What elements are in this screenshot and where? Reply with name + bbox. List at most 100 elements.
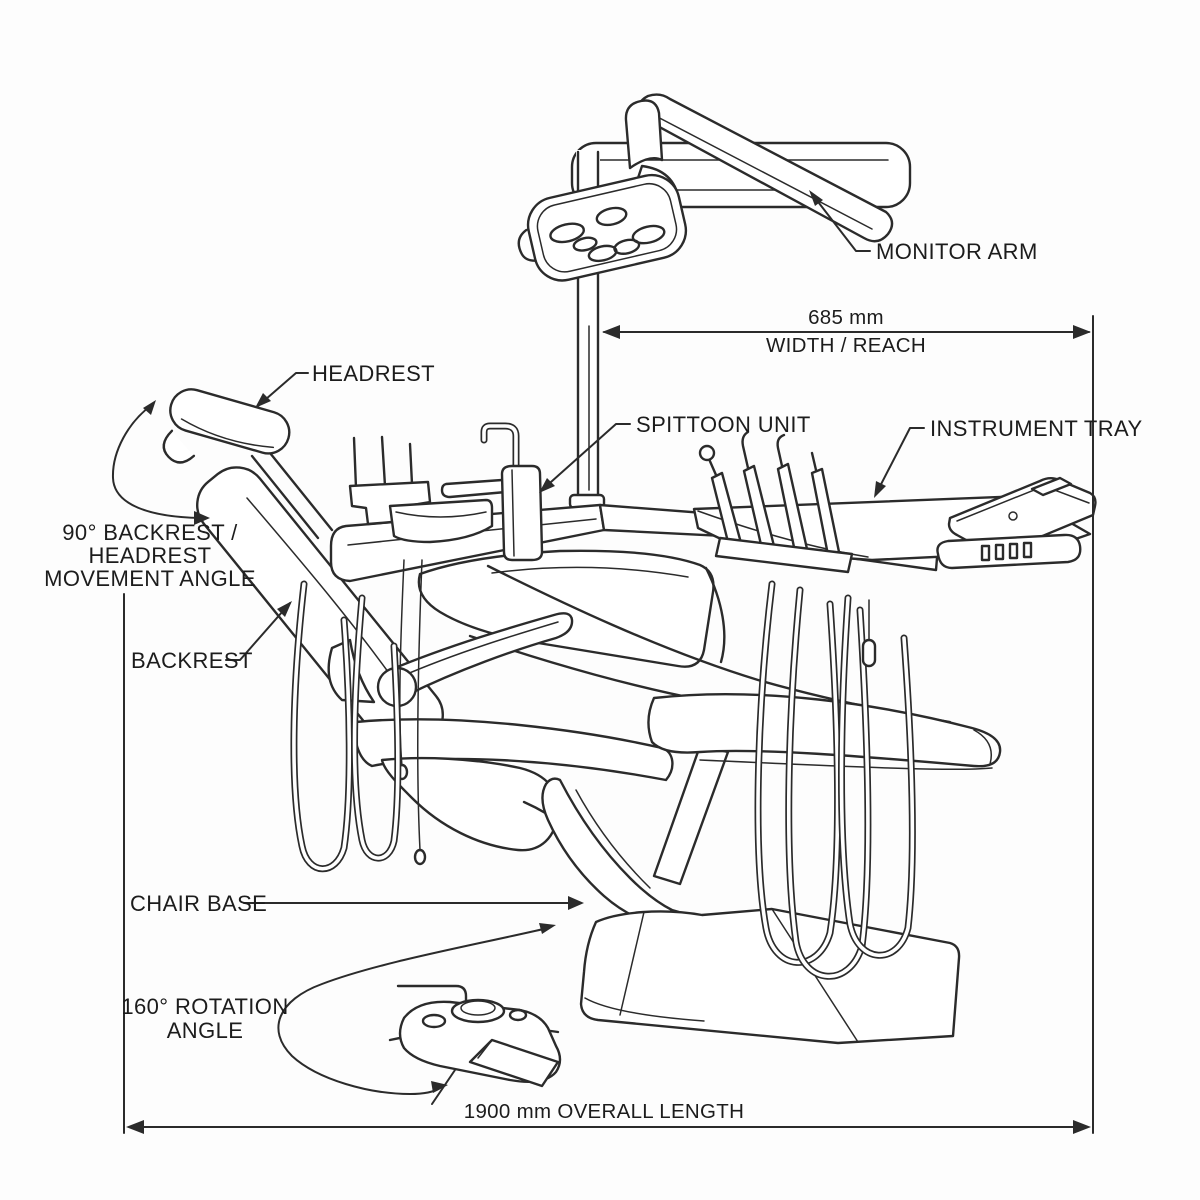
pedal-button-left <box>421 1013 447 1029</box>
seat-undershell <box>380 756 560 852</box>
lamp-head-inner <box>536 182 678 273</box>
tray-slot-1 <box>980 544 991 562</box>
cup-holder <box>440 478 508 499</box>
rotation-tick <box>431 1069 456 1105</box>
base-facet-1 <box>619 911 645 1016</box>
callout-rotation-angle: 160° ROTATION ANGLE <box>121 923 556 1105</box>
pedal-dome-inner <box>460 1000 496 1016</box>
control-panel-screen <box>1030 476 1073 497</box>
pedal-dome <box>450 998 506 1024</box>
headrest-leader <box>257 372 309 407</box>
width-dim-arrow-left <box>602 325 620 339</box>
lamp-yoke <box>624 99 664 170</box>
headrest-stem-a <box>250 454 320 540</box>
left-hose-2 <box>417 559 423 851</box>
width-dim-value: 685 mm <box>808 306 884 329</box>
dimension-overall-length: 1900 mm OVERALL LENGTH <box>123 593 1091 1134</box>
handpiece-2-tip <box>741 430 750 470</box>
dimension-width-reach: 685 mm WIDTH / REACH <box>602 306 1094 1134</box>
cushion-right-edge <box>704 566 726 664</box>
handpiece-base-strip <box>714 536 854 574</box>
left-tube-loop-outer-core <box>292 582 352 871</box>
seat-pan <box>353 718 674 782</box>
tube-connector <box>861 638 877 668</box>
lamp-led-6 <box>595 206 628 227</box>
callout-backrest-angle: 90° BACKREST / HEADREST MOVEMENT ANGLE <box>44 400 256 591</box>
lamp-led-3 <box>587 244 618 263</box>
control-panel-logo <box>1008 511 1018 521</box>
spittoon-rim <box>395 511 487 518</box>
width-dim-arrow-right <box>1073 325 1091 339</box>
handpiece-1-ball <box>698 444 716 462</box>
monitor-arm-label: MONITOR ARM <box>876 239 1038 264</box>
base-column-line <box>575 789 651 889</box>
callout-instrument-tray: INSTRUMENT TRAY <box>874 416 1143 498</box>
monitor-arm-leader <box>811 193 871 252</box>
headrest-cushion <box>169 388 291 455</box>
backrest-leader <box>225 602 291 661</box>
tube-loop-2-core <box>786 588 870 979</box>
angle-90-label-2: HEADREST <box>89 543 212 568</box>
headrest-stem-b <box>264 446 334 532</box>
backrest-label: BACKREST <box>131 648 253 673</box>
lamp-assembly <box>517 150 688 510</box>
angle-90-label-3: MOVEMENT ANGLE <box>44 566 256 591</box>
tube-loop-3-core <box>839 596 915 958</box>
callout-headrest: HEADREST <box>255 361 435 408</box>
lamp-head-outer <box>526 173 688 282</box>
spittoon-tower-line <box>511 469 515 557</box>
backrest-lower-tip <box>327 638 376 704</box>
tube-loop-1-core <box>756 582 840 965</box>
chair-body <box>162 388 1002 1088</box>
handpiece-4-tip <box>810 451 818 472</box>
lamp-led-1 <box>549 222 585 244</box>
tray-arrowhead <box>874 481 886 498</box>
rotation-arc <box>277 927 549 1095</box>
pedal-button-right <box>508 1008 528 1022</box>
angle-90-arrow-top <box>143 400 156 415</box>
tray-slot-2 <box>994 543 1005 561</box>
callout-spittoon: SPITTOON UNIT <box>539 412 810 493</box>
chair-base-label: CHAIR BASE <box>130 891 267 916</box>
callout-backrest: BACKREST <box>131 601 292 673</box>
length-dim-arrow-left <box>126 1120 144 1134</box>
tray-label: INSTRUMENT TRAY <box>930 416 1143 441</box>
seatback-cushion-line <box>491 566 689 578</box>
spittoon-leader <box>541 423 631 491</box>
handpiece-1-neck <box>707 457 718 477</box>
tube-loop-3 <box>838 594 916 959</box>
pedal-rod <box>396 984 468 1008</box>
width-dim-label: WIDTH / REACH <box>766 334 926 357</box>
length-dim-label: 1900 mm OVERALL LENGTH <box>464 1100 744 1123</box>
handpieces <box>698 430 854 574</box>
instrument-tray-assembly <box>692 430 1097 574</box>
rotation-label-2: ANGLE <box>167 1018 244 1043</box>
lamp-led-5 <box>631 224 666 245</box>
left-hose-2-tip <box>413 848 427 866</box>
lamp-left-grip <box>517 228 537 262</box>
lamp-led-4 <box>613 238 641 255</box>
pedal-lever <box>468 1038 560 1088</box>
spittoon-tower <box>500 464 544 562</box>
angle-90-arrow-bottom <box>194 511 210 525</box>
instrument-tubes <box>754 580 916 980</box>
lamp-led-2 <box>572 236 598 252</box>
lamp-head <box>517 173 688 282</box>
angle-90-arc <box>111 403 201 519</box>
monitor-arm-bar-edge <box>649 112 873 230</box>
angle-90-label-1: 90° BACKREST / <box>62 520 238 545</box>
tray-leader <box>875 427 925 495</box>
spittoon-basin <box>388 498 494 544</box>
suction-tool-1 <box>352 436 358 490</box>
water-spout-inner <box>482 424 518 468</box>
rotation-arrow-end <box>431 1081 448 1093</box>
spittoon-arrowhead <box>539 478 555 493</box>
headrest-pad <box>162 388 291 464</box>
chair-base-arrowhead <box>568 896 584 910</box>
pedal-lever-edge <box>477 1039 493 1059</box>
water-spout-outer <box>480 422 520 470</box>
left-tube-loop-inner-core <box>352 596 400 860</box>
legrest-tip <box>973 729 992 765</box>
tray-slot-4 <box>1022 541 1033 559</box>
